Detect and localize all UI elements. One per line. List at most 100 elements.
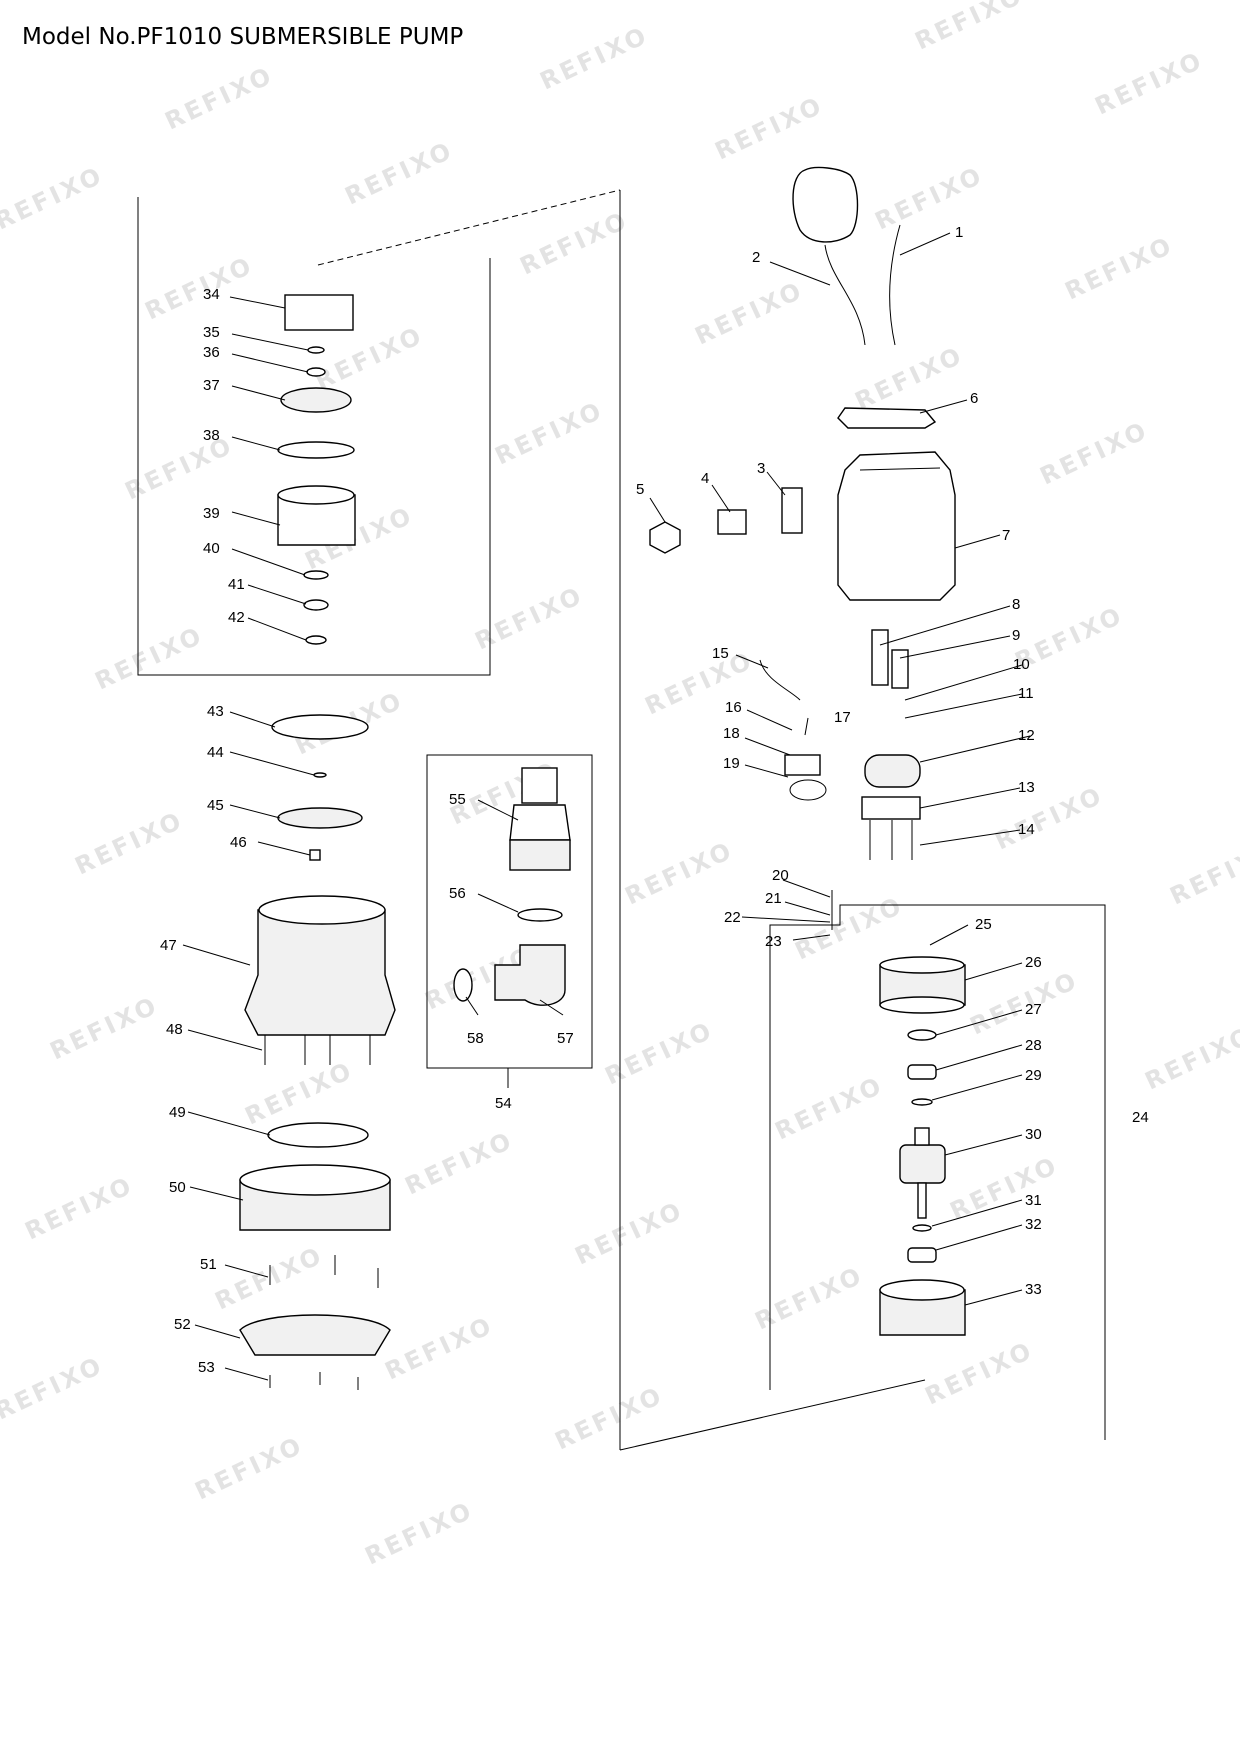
watermark: REFIXO [161,61,278,136]
part-label-58: 58 [467,1030,484,1047]
part-label-39: 39 [203,505,220,522]
part-label-15: 15 [712,645,729,662]
watermark: REFIXO [1091,46,1208,121]
watermark: REFIXO [71,806,188,881]
watermark: REFIXO [0,1351,108,1426]
part-label-1: 1 [955,224,963,241]
watermark: REFIXO [0,161,108,236]
watermark: REFIXO [711,91,828,166]
part-label-13: 13 [1018,779,1035,796]
watermark: REFIXO [621,836,738,911]
part-label-54: 54 [495,1095,512,1112]
part-label-12: 12 [1018,727,1035,744]
watermark: REFIXO [921,1336,1038,1411]
part-label-5: 5 [636,481,644,498]
part-label-41: 41 [228,576,245,593]
part-label-55: 55 [449,791,466,808]
part-label-16: 16 [725,699,742,716]
part-label-48: 48 [166,1021,183,1038]
part-label-49: 49 [169,1104,186,1121]
part-label-24: 24 [1132,1109,1149,1126]
watermark: REFIXO [46,991,163,1066]
part-label-2: 2 [752,249,760,266]
part-label-34: 34 [203,286,220,303]
part-label-19: 19 [723,755,740,772]
watermark: REFIXO [571,1196,688,1271]
part-label-14: 14 [1018,821,1035,838]
part-label-26: 26 [1025,954,1042,971]
watermark: REFIXO [911,0,1028,55]
watermark: REFIXO [491,396,608,471]
part-label-21: 21 [765,890,782,907]
part-label-52: 52 [174,1316,191,1333]
part-label-53: 53 [198,1359,215,1376]
watermark: REFIXO [311,321,428,396]
watermark: REFIXO [1141,1021,1240,1096]
watermark: REFIXO [471,581,588,656]
part-label-9: 9 [1012,627,1020,644]
watermark: REFIXO [21,1171,138,1246]
part-label-40: 40 [203,540,220,557]
watermark: REFIXO [141,251,258,326]
part-label-25: 25 [975,916,992,933]
part-label-37: 37 [203,377,220,394]
watermark: REFIXO [91,621,208,696]
part-label-30: 30 [1025,1126,1042,1143]
part-label-32: 32 [1025,1216,1042,1233]
watermark: REFIXO [551,1381,668,1456]
watermark: REFIXO [871,161,988,236]
part-label-27: 27 [1025,1001,1042,1018]
part-label-10: 10 [1013,656,1030,673]
part-label-36: 36 [203,344,220,361]
leader-lines [182,232,1031,1381]
part-label-23: 23 [765,933,782,950]
part-label-7: 7 [1002,527,1010,544]
watermark: REFIXO [691,276,808,351]
part-label-43: 43 [207,703,224,720]
watermark: REFIXO [946,1151,1063,1226]
part-label-50: 50 [169,1179,186,1196]
part-label-45: 45 [207,797,224,814]
part-label-57: 57 [557,1030,574,1047]
watermark: REFIXO [536,21,653,96]
part-label-17: 17 [834,709,851,726]
part-label-22: 22 [724,909,741,926]
frame-lines [137,189,1106,1451]
watermark: REFIXO [771,1071,888,1146]
part-label-8: 8 [1012,596,1020,613]
part-label-38: 38 [203,427,220,444]
part-label-33: 33 [1025,1281,1042,1298]
watermark: REFIXO [791,891,908,966]
watermark: REFIXO [381,1311,498,1386]
parts-art [239,166,966,1390]
part-label-4: 4 [701,470,709,487]
watermark: REFIXO [601,1016,718,1091]
watermark: REFIXO [1061,231,1178,306]
watermark: REFIXO [241,1056,358,1131]
part-label-3: 3 [757,460,765,477]
part-label-44: 44 [207,744,224,761]
watermark: REFIXO [516,206,633,281]
part-label-46: 46 [230,834,247,851]
part-number-labels: 1 2 3 4 5 6 7 8 9 10 11 12 13 14 15 16 1… [160,224,1149,1376]
watermark: REFIXO [191,1431,308,1506]
part-label-51: 51 [200,1256,217,1273]
part-label-29: 29 [1025,1067,1042,1084]
watermark: REFIXO [1166,836,1240,911]
part-label-20: 20 [772,867,789,884]
watermark: REFIXO [751,1261,868,1336]
part-label-35: 35 [203,324,220,341]
watermark: REFIXO [361,1496,478,1571]
watermark: REFIXO [211,1241,328,1316]
part-label-31: 31 [1025,1192,1042,1209]
part-label-42: 42 [228,609,245,626]
page-title: Model No.PF1010 SUBMERSIBLE PUMP [22,24,464,50]
watermark: REFIXO [341,136,458,211]
part-label-47: 47 [160,937,177,954]
watermark: REFIXO [991,781,1108,856]
part-label-28: 28 [1025,1037,1042,1054]
part-label-18: 18 [723,725,740,742]
watermark: REFIXO [401,1126,518,1201]
watermark: REFIXO [1036,416,1153,491]
